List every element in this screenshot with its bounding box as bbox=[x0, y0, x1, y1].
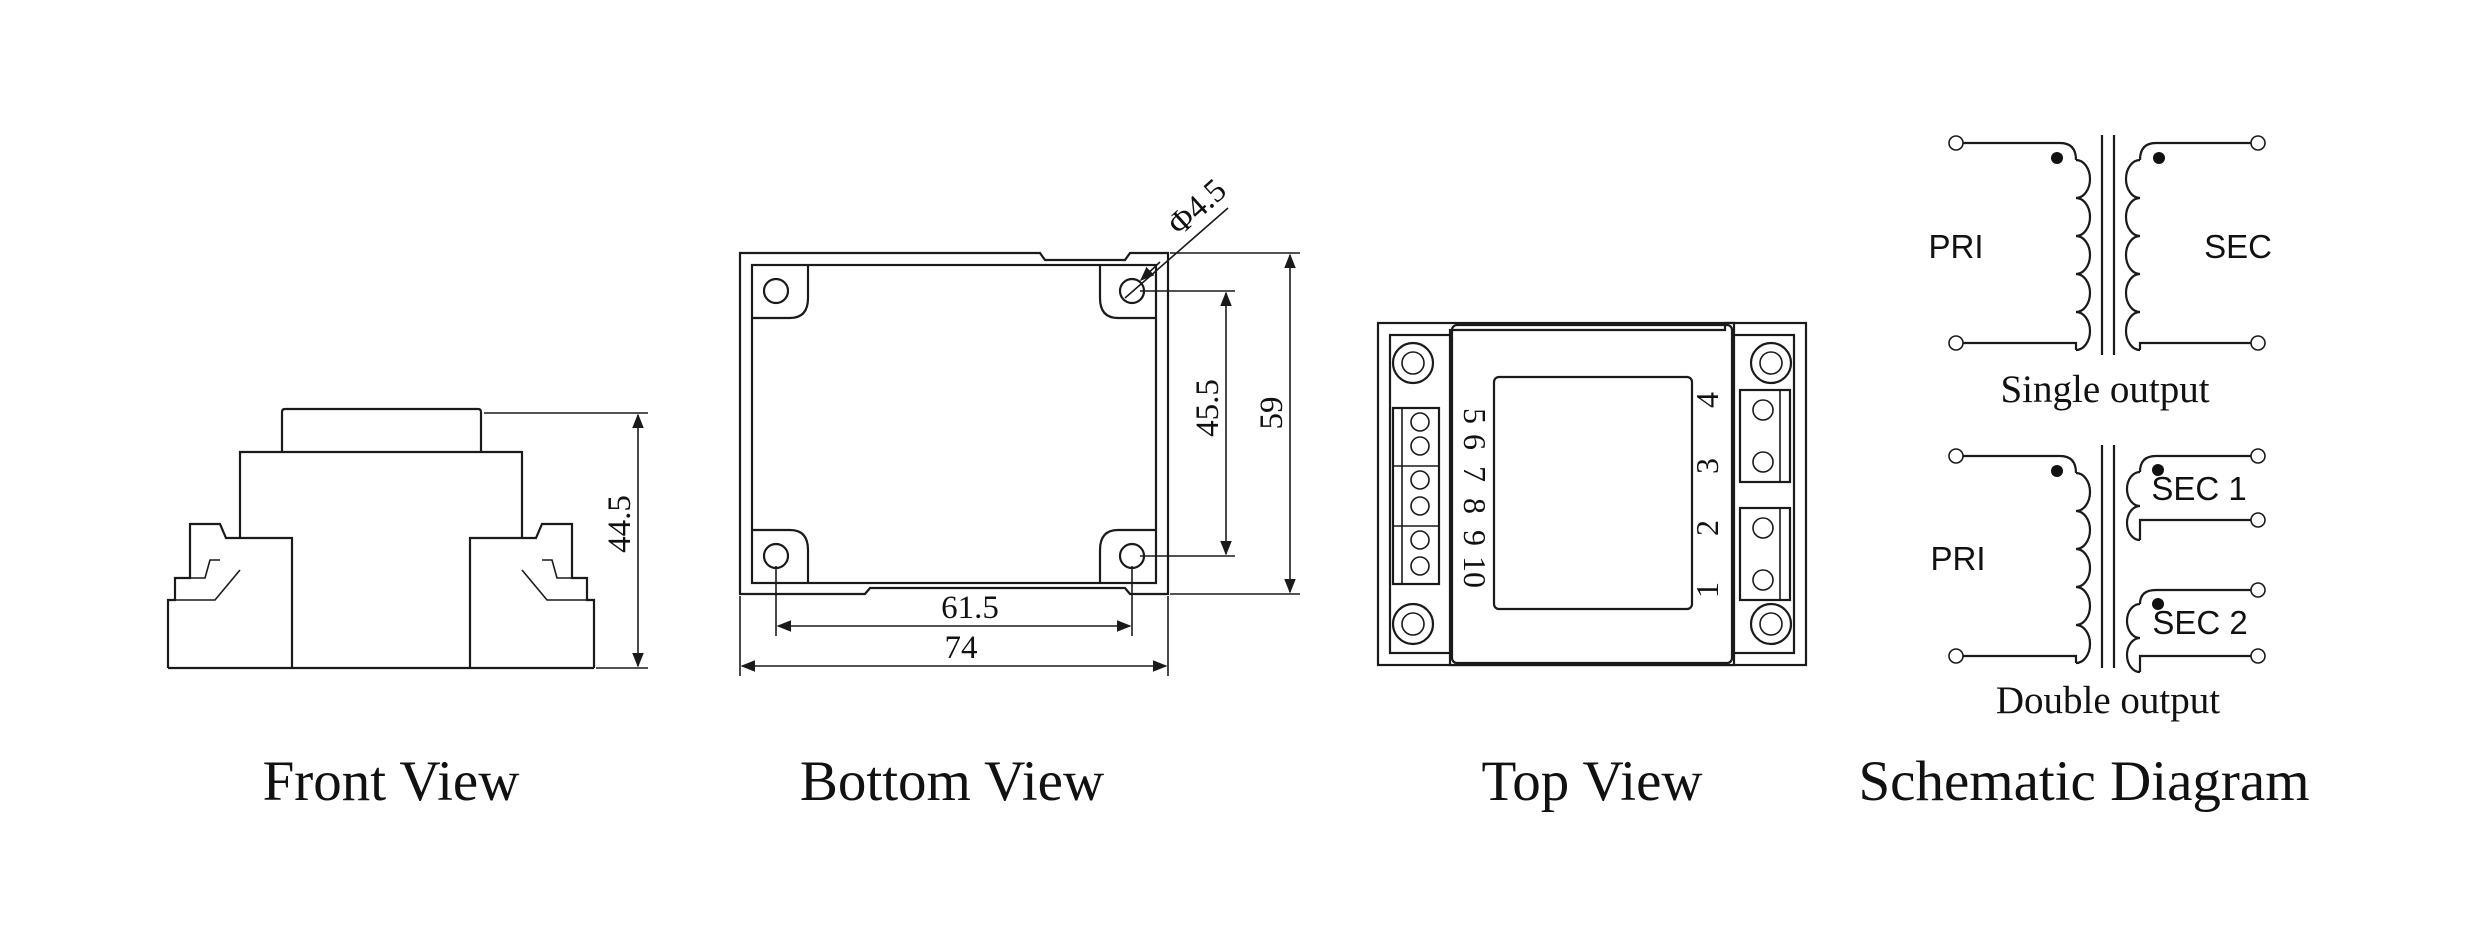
single-output-caption: Single output bbox=[2000, 368, 2209, 411]
top-view-caption: Top View bbox=[1481, 750, 1702, 813]
front-right-foot bbox=[468, 522, 596, 668]
hole-diameter-label: Φ4.5 bbox=[1161, 172, 1234, 242]
secondary-1-label: SEC 1 bbox=[2151, 470, 2246, 507]
hole-vertical-spacing-label: 45.5 bbox=[1190, 379, 1226, 437]
pin-label-1: 1 bbox=[1689, 582, 1725, 598]
single-primary-label: PRI bbox=[1928, 228, 1983, 265]
pin-label-3: 3 bbox=[1689, 458, 1725, 474]
schematic-diagram: PRI SEC Single output SEC 1 bbox=[1858, 135, 2310, 813]
pin-label-8: 8 bbox=[1457, 498, 1493, 514]
front-body bbox=[238, 450, 524, 538]
front-height-label: 44.5 bbox=[602, 495, 638, 553]
total-height-label: 59 bbox=[1254, 397, 1290, 430]
pin-label-4: 4 bbox=[1689, 392, 1725, 408]
double-primary-label: PRI bbox=[1930, 540, 1985, 577]
mounting-hole-bottom-left bbox=[762, 542, 790, 570]
mounting-hole-top-left bbox=[762, 277, 790, 305]
front-view-caption: Front View bbox=[263, 750, 520, 813]
front-view: 44.5 Front View bbox=[166, 407, 648, 813]
primary-winding-single bbox=[2075, 158, 2092, 352]
screw-top-right bbox=[1749, 341, 1793, 385]
right-terminal-block-lower bbox=[1738, 506, 1792, 602]
pin-label-7: 7 bbox=[1457, 466, 1493, 482]
total-width-label: 74 bbox=[945, 630, 978, 666]
top-view: 5 6 7 8 9 10 4 3 2 1 Top View bbox=[1376, 321, 1808, 813]
bottom-view-caption: Bottom View bbox=[800, 750, 1104, 813]
transformer-window bbox=[1492, 375, 1694, 611]
bottom-outer-frame bbox=[738, 251, 1170, 596]
pin-label-10: 10 bbox=[1457, 556, 1493, 588]
schematic-single-output: PRI SEC Single output bbox=[1928, 135, 2272, 411]
schematic-caption: Schematic Diagram bbox=[1858, 750, 2309, 813]
bottom-inner-frame bbox=[750, 263, 1158, 585]
left-terminal-block bbox=[1391, 406, 1441, 586]
pin-label-9: 9 bbox=[1457, 530, 1493, 546]
hole-horizontal-spacing-label: 61.5 bbox=[941, 590, 999, 626]
front-top-cap bbox=[280, 407, 483, 452]
bottom-view: Φ4.5 45.5 59 61.5 74 Bottom View bbox=[738, 172, 1300, 813]
double-output-caption: Double output bbox=[1996, 679, 2220, 722]
schematic-double-output: SEC 1 SEC 2 PRI Double output bbox=[1930, 445, 2266, 722]
pin-label-6: 6 bbox=[1457, 434, 1493, 450]
screw-bottom-left bbox=[1391, 602, 1435, 646]
secondary-1-winding bbox=[2125, 470, 2141, 542]
secondary-2-label: SEC 2 bbox=[2152, 604, 2247, 641]
primary-winding-double bbox=[2075, 471, 2092, 665]
screw-top-left bbox=[1391, 341, 1435, 385]
front-left-foot bbox=[166, 522, 294, 668]
pin-label-5: 5 bbox=[1457, 408, 1493, 424]
transformer-core bbox=[1448, 321, 1736, 667]
right-terminal-block-upper bbox=[1738, 388, 1792, 484]
secondary-winding-single bbox=[2124, 158, 2141, 352]
secondary-2-winding bbox=[2125, 602, 2141, 674]
single-secondary-label: SEC bbox=[2204, 228, 2272, 265]
screw-bottom-right bbox=[1749, 602, 1793, 646]
pin-label-2: 2 bbox=[1689, 520, 1725, 536]
